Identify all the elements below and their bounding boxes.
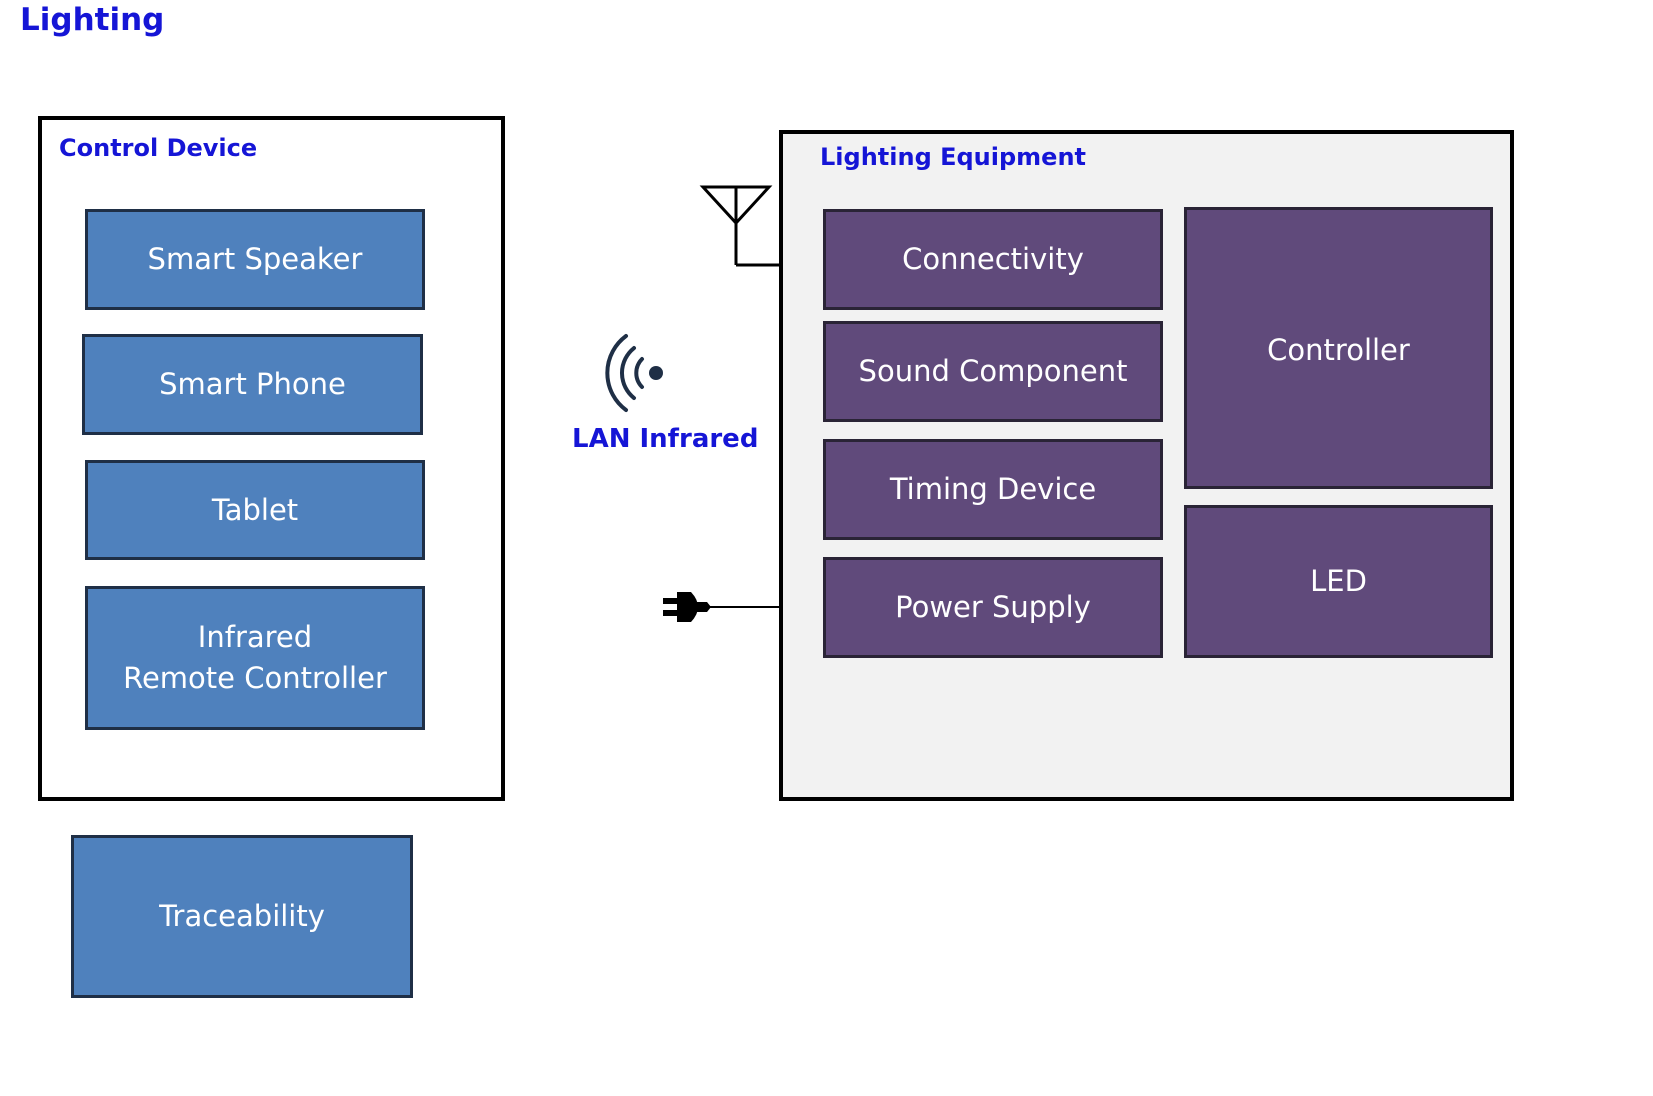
sound-component-box: Sound Component — [823, 321, 1163, 422]
power-plug-icon — [663, 592, 782, 622]
power-supply-box: Power Supply — [823, 557, 1163, 658]
page-title: Lighting — [20, 2, 165, 38]
lighting-equipment-label: Lighting Equipment — [820, 143, 1087, 171]
wireless-signal-icon — [605, 334, 663, 412]
tablet-box: Tablet — [85, 460, 425, 560]
traceability-box: Traceability — [71, 835, 413, 998]
connectivity-box: Connectivity — [823, 209, 1163, 310]
infrared-remote-controller-box: Infrared Remote Controller — [85, 586, 425, 730]
smart-speaker-box: Smart Speaker — [85, 209, 425, 310]
smart-phone-box: Smart Phone — [82, 334, 423, 435]
lan-infrared-label: LAN Infrared — [572, 424, 759, 454]
antenna-icon — [699, 185, 780, 267]
timing-device-box: Timing Device — [823, 439, 1163, 540]
controller-box: Controller — [1184, 207, 1493, 489]
control-device-label: Control Device — [59, 134, 258, 162]
led-box: LED — [1184, 505, 1493, 658]
